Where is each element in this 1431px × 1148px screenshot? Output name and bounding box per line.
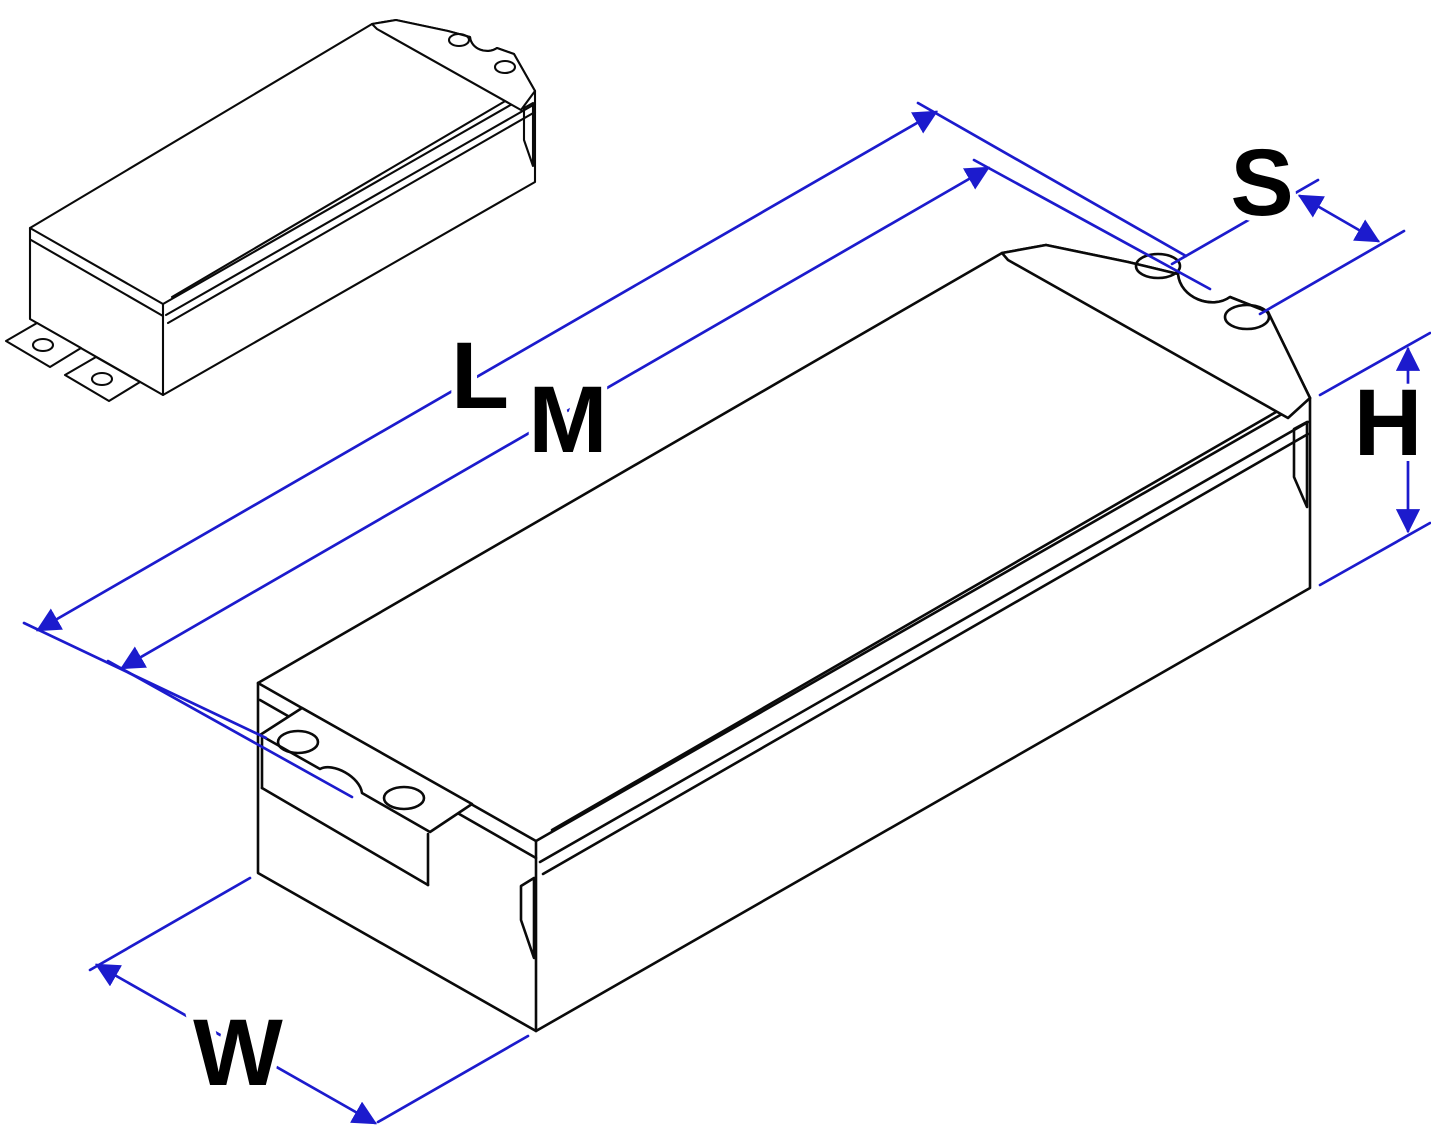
- small-box-mounting-foot: [63, 355, 142, 403]
- dimension-S-extension-line: [1258, 229, 1406, 316]
- large-box-top-inset-line: [550, 402, 1292, 832]
- near-mounting-tab: [258, 706, 474, 834]
- dimension-M-line: [119, 166, 991, 670]
- dimension-M: [106, 158, 1212, 799]
- small-box-mounting-slot-hole: [447, 32, 471, 48]
- near-foot-bend-edge: [260, 786, 430, 887]
- small-box-clip-tab: [522, 101, 535, 168]
- dimension-S-extension-line: [1170, 178, 1320, 266]
- small-box-mounting-foot: [4, 321, 83, 369]
- near-mounting-slot-hole: [276, 729, 320, 755]
- dimension-label-L: L: [451, 323, 509, 429]
- large-box-drawing: [256, 243, 1312, 1033]
- large-box-silhouette: [256, 243, 1312, 1033]
- dimension-label-W: W: [193, 1000, 283, 1106]
- near-face-clip-tab: [519, 876, 536, 960]
- far-mounting-slot-hole: [1134, 252, 1182, 280]
- small-box-front-top-edge: [161, 89, 537, 306]
- dimension-L-extension-line: [916, 101, 1188, 258]
- large-box-lid-skirt-line: [538, 420, 1310, 864]
- dimension-W-extension-line: [376, 1034, 530, 1124]
- dimension-label-S: S: [1230, 130, 1293, 236]
- large-box-front-top-edge: [534, 396, 1312, 843]
- small-box-lid-skirt-line: [164, 102, 537, 317]
- far-mounting-tab: [1000, 243, 1312, 420]
- dimension-H-extension-line: [1318, 521, 1431, 587]
- small-box-mounting-slot-hole: [493, 59, 517, 75]
- dimension-W-line: [94, 963, 378, 1125]
- dimension-M-extension-line: [106, 659, 354, 799]
- right-face-clip-tab: [1292, 420, 1309, 509]
- small-box-far-mounting-tab: [370, 18, 537, 112]
- small-box-top-inset-line: [170, 88, 526, 299]
- far-mounting-slot-hole: [1223, 303, 1271, 331]
- dimension-H-extension-line: [1318, 331, 1431, 397]
- dimension-S-line: [1297, 194, 1381, 243]
- small-box-lid-skirt-line-2: [166, 110, 537, 325]
- near-mounting-slot-hole: [382, 785, 426, 811]
- dimension-label-M: M: [528, 367, 607, 473]
- dimension-W-extension-line: [88, 876, 252, 972]
- small-box-lid-near-edge: [28, 226, 165, 306]
- dimension-M-extension-line: [972, 158, 1212, 291]
- dimension-H: [1318, 331, 1431, 587]
- small-box-end-seam-line: [29, 238, 165, 318]
- dimension-W: [88, 876, 530, 1125]
- dimension-S: [1170, 178, 1406, 316]
- dimension-label-H: H: [1354, 370, 1423, 476]
